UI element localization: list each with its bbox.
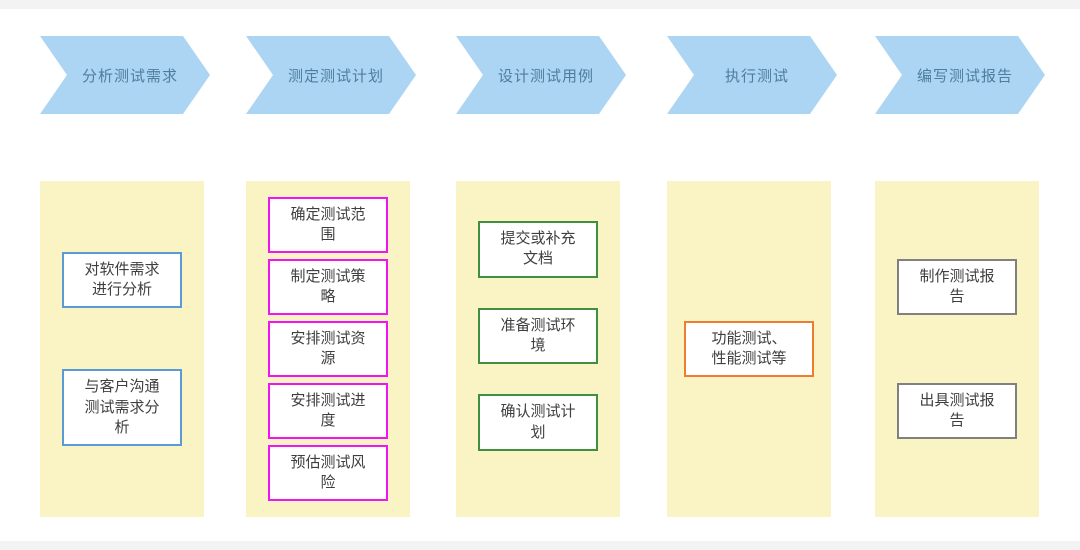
stage-arrow-2: 测定测试计划 (246, 36, 416, 114)
task-box: 出具测试报 告 (897, 382, 1017, 440)
stage-panel-4: 功能测试、 性能测试等 (667, 181, 831, 517)
page-bottom-edge (0, 541, 1080, 550)
stage-label-4: 执行测试 (724, 67, 789, 85)
stage-column-test-cases: 设计测试用例 提交或补充 文档 准备测试环 境 确认测试计 划 (456, 36, 622, 517)
task-box: 对软件需求 进行分析 (62, 251, 182, 309)
stage-arrow-3: 设计测试用例 (456, 36, 626, 114)
stage-panel-1: 对软件需求 进行分析 与客户沟通 测试需求分 析 (40, 181, 204, 517)
stage-column-analyze-requirements: 分析测试需求 对软件需求 进行分析 与客户沟通 测试需求分 析 (40, 36, 206, 517)
task-box: 安排测试进 度 (268, 382, 388, 440)
stage-arrow-5: 编写测试报告 (875, 36, 1045, 114)
task-box: 确定测试范 围 (268, 196, 388, 254)
stage-panel-3: 提交或补充 文档 准备测试环 境 确认测试计 划 (456, 181, 620, 517)
stage-label-3: 设计测试用例 (497, 67, 594, 85)
stage-column-execute-test: 执行测试 功能测试、 性能测试等 (667, 36, 833, 517)
task-box: 功能测试、 性能测试等 (684, 320, 814, 378)
page-top-edge (0, 0, 1080, 9)
task-box: 制定测试策 略 (268, 258, 388, 316)
stage-label-2: 测定测试计划 (287, 67, 384, 85)
task-box: 确认测试计 划 (478, 394, 598, 451)
stage-column-test-report: 编写测试报告 制作测试报 告 出具测试报 告 (875, 36, 1041, 517)
task-box: 预估测试风 险 (268, 444, 388, 502)
task-box: 提交或补充 文档 (478, 221, 598, 278)
task-box: 安排测试资 源 (268, 320, 388, 378)
stage-panel-5: 制作测试报 告 出具测试报 告 (875, 181, 1039, 517)
stage-arrow-1: 分析测试需求 (40, 36, 210, 114)
stage-label-5: 编写测试报告 (916, 67, 1013, 85)
task-box: 制作测试报 告 (897, 258, 1017, 316)
stage-label-1: 分析测试需求 (81, 67, 178, 85)
task-box: 与客户沟通 测试需求分 析 (62, 369, 182, 447)
stage-panel-2: 确定测试范 围 制定测试策 略 安排测试资 源 安排测试进 度 预估测试风 险 (246, 181, 410, 517)
task-box: 准备测试环 境 (478, 307, 598, 365)
stage-column-test-plan: 测定测试计划 确定测试范 围 制定测试策 略 安排测试资 源 安排测试进 度 预… (246, 36, 412, 517)
stage-arrow-4: 执行测试 (667, 36, 837, 114)
